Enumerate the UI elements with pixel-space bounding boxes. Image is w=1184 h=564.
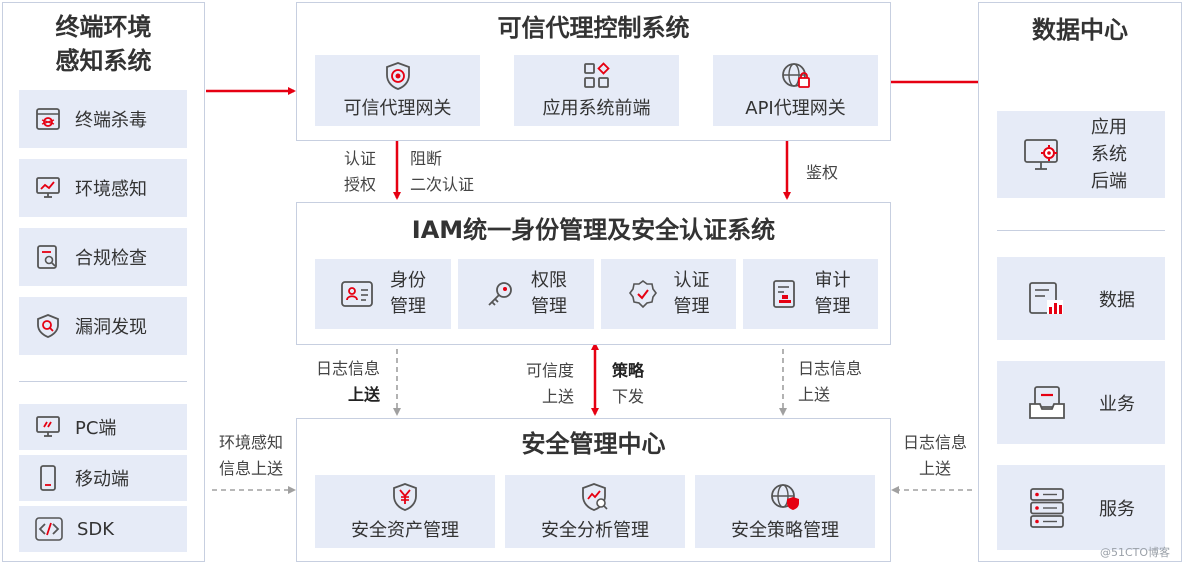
datacenter-divider [997,230,1165,231]
tile-audit-mgmt-label: 审计 管理 [814,270,851,317]
shield-yen-icon [391,482,419,512]
label-log-left: 日志信息 上送 [315,359,380,404]
tile-policy-mgmt-label: 安全策略管理 [731,519,839,541]
tile-service-label: 服务 [1099,498,1135,520]
tile-auth-mgmt-label: 认证 管理 [673,270,710,317]
tile-pc-label: PC端 [75,418,117,439]
server-icon [1027,487,1067,529]
tile-service[interactable]: 服务 [997,465,1165,550]
tile-app-backend[interactable]: 应用 系统 后端 [997,111,1165,198]
badge-check-icon [628,279,658,309]
tile-antivirus[interactable]: 终端杀毒 [19,90,187,148]
tile-app-frontend-label: 应用系统前端 [542,98,651,119]
tile-compliance[interactable]: 合规检查 [19,228,187,286]
code-icon [35,517,63,541]
shield-analysis-icon [580,482,610,512]
monitor-chart-icon [35,175,61,201]
tile-antivirus-label: 终端杀毒 [75,110,147,131]
tile-env-sensing-label: 环境感知 [75,179,147,200]
tile-sdk-label: SDK [77,518,115,540]
mobile-icon [37,465,59,491]
tile-asset-mgmt-label: 安全资产管理 [351,519,459,541]
globe-shield-icon [769,482,801,512]
label-trust-upload: 可信度 上送 [525,361,574,406]
label-log-right: 日志信息 上送 [798,359,863,404]
label-policy-deliver: 策略 下发 [612,361,645,406]
tile-trusted-gateway[interactable]: 可信代理网关 [315,55,480,126]
monitor-gear-icon [1023,137,1063,173]
tile-audit-mgmt[interactable]: 审计 管理 [743,259,878,329]
tile-sdk[interactable]: SDK [19,506,187,552]
bug-icon [35,106,61,132]
label-authentication: 鉴权 [806,163,839,182]
tile-mobile[interactable]: 移动端 [19,455,187,501]
app-grid-icon [582,61,612,91]
tile-mobile-label: 移动端 [75,469,129,490]
label-auth-authorize: 认证 授权 [343,149,376,194]
data-chart-icon [1027,280,1067,318]
business-tray-icon [1027,384,1067,422]
iam-panel-title: IAM统一身份管理及安全认证系统 [411,216,776,244]
datacenter-panel-title: 数据中心 [1032,16,1128,44]
security-mgmt-panel-title: 安全管理中心 [521,430,666,458]
endpoint-divider [19,381,187,382]
tile-data[interactable]: 数据 [997,257,1165,340]
tile-vuln-discovery[interactable]: 漏洞发现 [19,297,187,355]
tile-trusted-gateway-label: 可信代理网关 [343,98,452,119]
tile-api-gateway-label: API代理网关 [745,98,846,119]
audit-doc-icon [771,279,799,309]
tile-api-gateway[interactable]: API代理网关 [713,55,878,126]
pc-icon [35,415,61,439]
tile-identity-mgmt[interactable]: 身份 管理 [315,259,451,329]
document-search-icon [35,244,61,270]
endpoint-panel-title: 终端环境 感知系统 [55,13,152,75]
label-block-second-auth: 阻断 二次认证 [410,149,475,194]
tile-permission-mgmt-label: 权限 管理 [531,270,567,317]
tile-app-frontend[interactable]: 应用系统前端 [514,55,679,126]
globe-lock-icon [780,61,812,91]
tile-vuln-discovery-label: 漏洞发现 [75,317,147,338]
tile-analysis-mgmt[interactable]: 安全分析管理 [505,475,685,548]
label-env-info: 环境感知 信息上送 [218,433,283,478]
tile-env-sensing[interactable]: 环境感知 [19,159,187,217]
proxy-panel-title: 可信代理控制系统 [497,14,690,42]
label-dc-log: 日志信息 上送 [902,433,967,478]
tile-data-label: 数据 [1099,289,1135,311]
id-card-icon [340,280,374,308]
tile-policy-mgmt[interactable]: 安全策略管理 [695,475,875,548]
tile-asset-mgmt[interactable]: 安全资产管理 [315,475,495,548]
tile-pc[interactable]: PC端 [19,404,187,450]
tile-identity-mgmt-label: 身份 管理 [390,270,426,317]
tile-business-label: 业务 [1099,393,1135,415]
shield-target-icon [383,61,413,91]
tile-app-backend-label: 应用 系统 后端 [1091,117,1127,192]
shield-search-icon [35,313,61,339]
key-icon [485,279,515,309]
tile-compliance-label: 合规检查 [75,248,147,269]
tile-permission-mgmt[interactable]: 权限 管理 [458,259,594,329]
tile-business[interactable]: 业务 [997,361,1165,444]
watermark: @51CTO博客 [1100,546,1171,559]
tile-analysis-mgmt-label: 安全分析管理 [541,519,649,541]
tile-auth-mgmt[interactable]: 认证 管理 [601,259,736,329]
